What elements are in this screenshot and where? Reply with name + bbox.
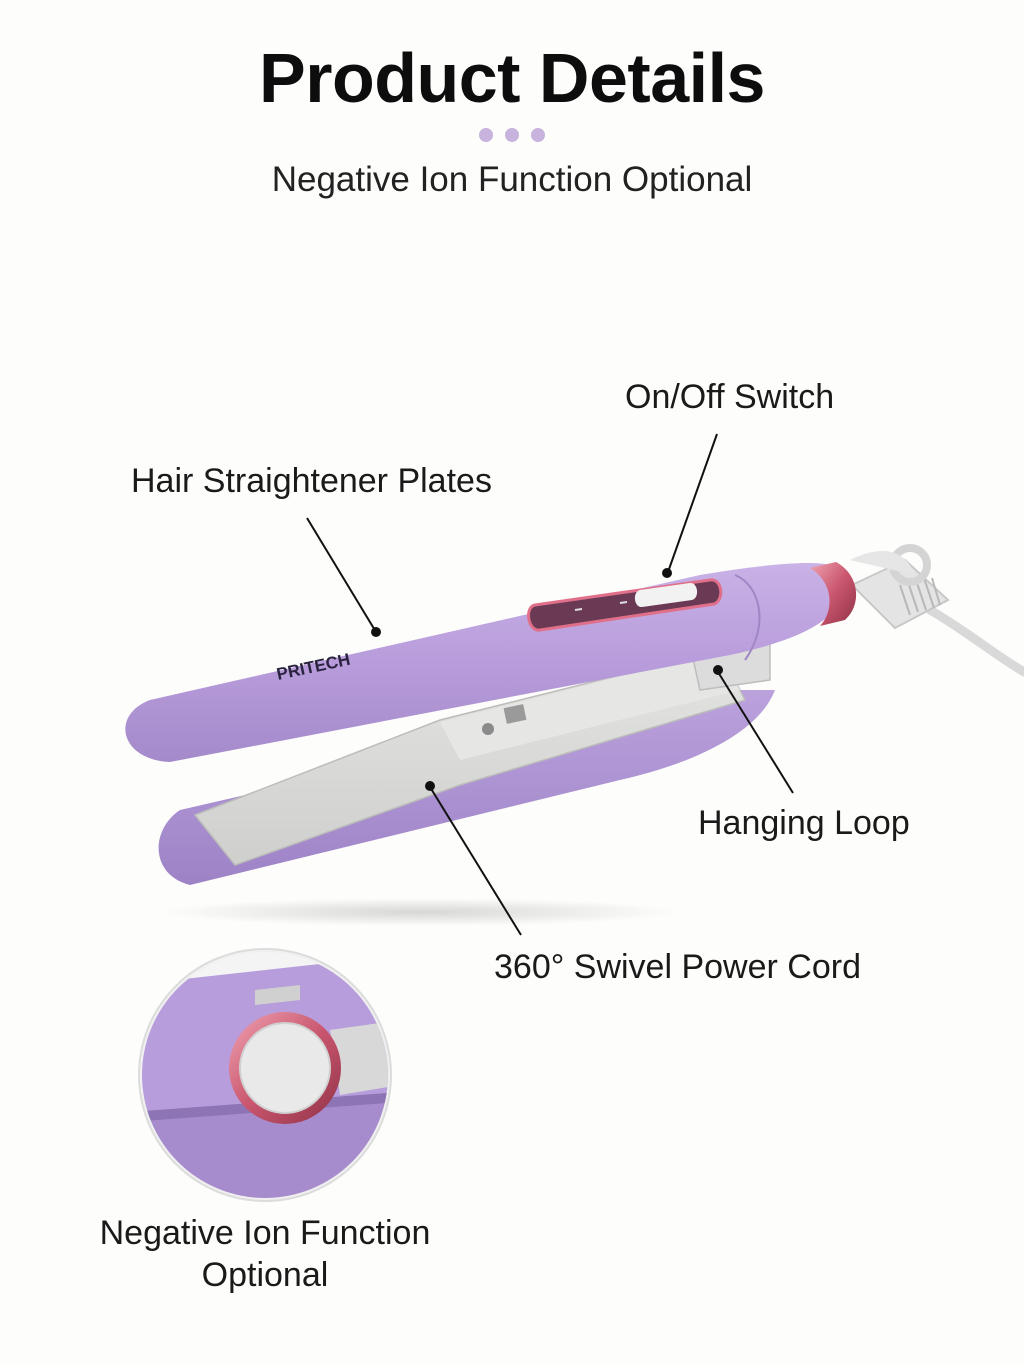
ion-caption: Negative Ion Function Optional	[60, 1212, 470, 1296]
dot-3	[531, 128, 545, 142]
callout-lines	[306, 433, 794, 936]
callout-dot-plates	[371, 627, 381, 637]
callout-dot-switch	[662, 568, 672, 578]
dot-2	[505, 128, 519, 142]
label-swivel-power-cord: 360° Swivel Power Cord	[494, 948, 861, 986]
callout-line-cord	[429, 786, 522, 936]
power-cord	[850, 544, 1024, 677]
floor-shadow	[160, 898, 680, 926]
label-on-off-switch: On/Off Switch	[625, 378, 835, 416]
collar-ring	[810, 562, 857, 626]
callout-dot-loop	[713, 665, 723, 675]
lower-arm	[158, 649, 776, 885]
callout-line-plates	[306, 517, 377, 633]
callout-line-loop	[717, 671, 794, 794]
ion-button	[239, 1022, 331, 1114]
callout-line-switch	[667, 433, 718, 573]
ion-caption-line-2: Optional	[201, 1256, 329, 1294]
page-subtitle: Negative Ion Function Optional	[271, 160, 753, 199]
dot-1	[479, 128, 493, 142]
ion-detail-circle	[138, 948, 392, 1202]
label-hanging-loop: Hanging Loop	[698, 804, 910, 842]
upper-arm: PRITECH	[125, 562, 857, 762]
label-hair-straightener-plates: Hair Straightener Plates	[131, 462, 492, 500]
decorative-dots	[0, 128, 1024, 142]
callout-dot-cord	[425, 781, 435, 791]
ion-caption-line-1: Negative Ion Function	[99, 1214, 431, 1252]
page-title: Product Details	[259, 39, 765, 117]
